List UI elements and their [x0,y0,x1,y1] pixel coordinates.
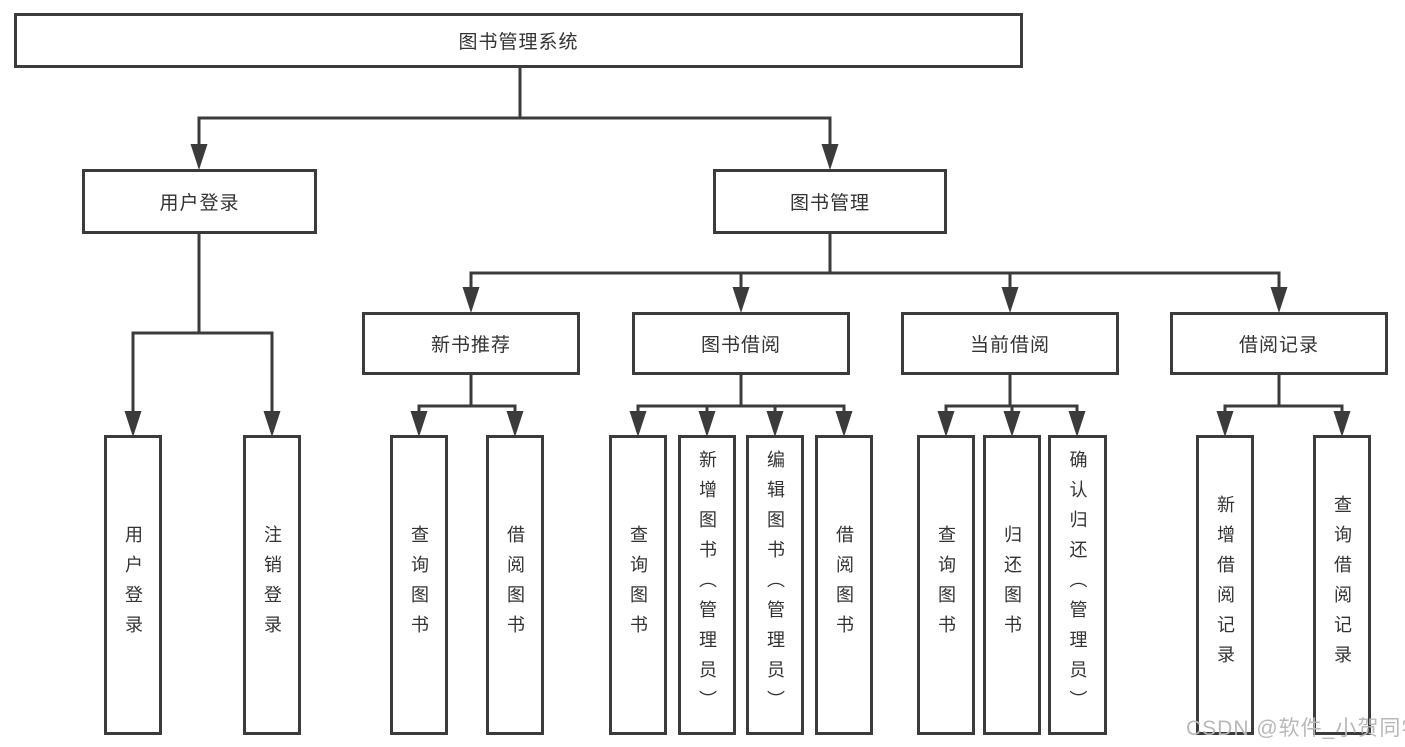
leaf-user-login: 用户登录 [104,435,162,735]
leaf-query-books-borrow: 查询图书 [609,435,667,735]
leaf-edit-book-admin: 编辑图书（管理员） [746,435,804,735]
leaf-add-borrow-record: 新增借阅记录 [1196,435,1254,735]
leaf-query-books-rec: 查询图书 [390,435,448,735]
leaf-add-book-admin: 新增图书（管理员） [678,435,736,735]
leaf-return-book: 归还图书 [983,435,1041,735]
node-book-borrow: 图书借阅 [632,312,850,375]
leaf-borrow-books-rec: 借阅图书 [486,435,544,735]
node-user-login: 用户登录 [82,169,317,234]
node-new-book-rec: 新书推荐 [362,312,580,375]
leaf-query-borrow-record: 查询借阅记录 [1313,435,1371,735]
node-root: 图书管理系统 [14,13,1023,68]
leaf-logout: 注销登录 [243,435,301,735]
leaf-query-books-current: 查询图书 [917,435,975,735]
leaf-confirm-return-admin: 确认归还（管理员） [1048,435,1107,735]
leaf-borrow-books-borrow: 借阅图书 [815,435,873,735]
watermark-csdn: CSDN @软件_小贺同学 [1186,717,1405,740]
node-borrow-records: 借阅记录 [1170,312,1388,375]
node-book-mgmt: 图书管理 [713,169,947,234]
node-current-borrow: 当前借阅 [901,312,1119,375]
